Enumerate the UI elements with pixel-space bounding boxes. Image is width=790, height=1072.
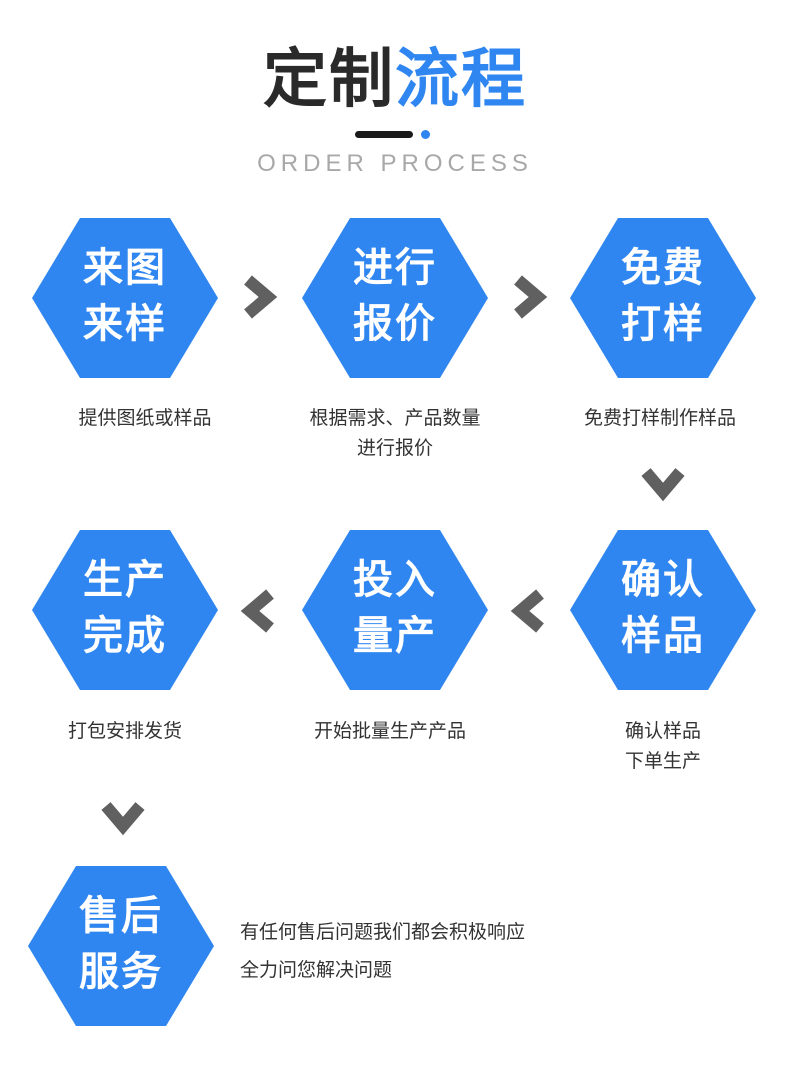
step-description: 提供图纸或样品: [10, 403, 280, 433]
step-description-line: 根据需求、产品数量: [309, 407, 481, 429]
step-label-line: 售后: [79, 893, 163, 939]
step-label-line: 进行: [353, 245, 437, 291]
title-dark-part: 定制: [263, 43, 395, 117]
chevron-left-icon: [234, 586, 284, 636]
step-hexagon: 进行 报价: [302, 218, 488, 378]
step-hexagon: 来图 来样: [32, 218, 218, 378]
step-description: 有任何售后问题我们都会积极响应 全力问您解决问题: [240, 913, 620, 989]
hexagon-shape: [302, 218, 488, 378]
step-description-line: 下单生产: [624, 750, 701, 772]
chevron-right-icon: [234, 272, 284, 322]
step-label-line: 完成: [83, 613, 167, 659]
step-label: 投入 量产: [302, 552, 488, 664]
step-description-line: 进行报价: [356, 437, 433, 459]
hexagon-shape: [32, 530, 218, 690]
step-description-line: 提供图纸或样品: [78, 407, 212, 429]
step-hexagon: 免费 打样: [570, 218, 756, 378]
hexagon-shape: [28, 866, 214, 1026]
divider-bar: [355, 131, 413, 138]
hexagon-shape: [570, 530, 756, 690]
chevron-right-icon: [504, 272, 554, 322]
chevron-down-icon: [638, 458, 688, 508]
step-hexagon: 生产 完成: [32, 530, 218, 690]
step-description-line: 打包安排发货: [67, 720, 182, 742]
title-blue-part: 流程: [395, 43, 527, 117]
hexagon-shape: [570, 218, 756, 378]
step-description: 打包安排发货: [0, 716, 250, 746]
step-description-line: 全力问您解决问题: [240, 959, 393, 981]
step-label-line: 报价: [353, 301, 437, 347]
step-label: 售后 服务: [28, 888, 214, 1000]
step-description-line: 开始批量生产产品: [313, 720, 466, 742]
step-label-line: 来图: [83, 245, 167, 291]
step-label: 来图 来样: [32, 240, 218, 352]
step-hexagon: 投入 量产: [302, 530, 488, 690]
step-label-line: 打样: [621, 301, 705, 347]
step-description: 开始批量生产产品: [260, 716, 520, 746]
step-description-line: 有任何售后问题我们都会积极响应: [240, 921, 526, 943]
step-description-line: 确认样品: [624, 720, 701, 742]
step-description: 免费打样制作样品: [530, 403, 790, 433]
step-label-line: 确认: [621, 557, 705, 603]
chevron-down-icon: [98, 792, 148, 842]
chevron-left-icon: [504, 586, 554, 636]
step-hexagon: 确认 样品: [570, 530, 756, 690]
page-title: 定制流程: [0, 40, 790, 120]
step-description: 确认样品 下单生产: [560, 716, 766, 776]
step-label-line: 来样: [83, 301, 167, 347]
step-label-line: 样品: [621, 613, 705, 659]
step-label-line: 投入: [353, 557, 437, 603]
divider-dot: [421, 130, 430, 139]
hexagon-shape: [32, 218, 218, 378]
step-label: 生产 完成: [32, 552, 218, 664]
page-subtitle: ORDER PROCESS: [257, 150, 533, 177]
hexagon-shape: [302, 530, 488, 690]
step-label-line: 免费: [621, 245, 705, 291]
step-label: 进行 报价: [302, 240, 488, 352]
step-hexagon: 售后 服务: [28, 866, 214, 1026]
step-label: 确认 样品: [570, 552, 756, 664]
step-label-line: 生产: [83, 557, 167, 603]
step-label-line: 量产: [353, 613, 437, 659]
step-description: 根据需求、产品数量 进行报价: [260, 403, 530, 463]
step-label-line: 服务: [79, 949, 163, 995]
step-description-line: 免费打样制作样品: [583, 407, 736, 429]
title-divider: [355, 130, 435, 139]
step-label: 免费 打样: [570, 240, 756, 352]
